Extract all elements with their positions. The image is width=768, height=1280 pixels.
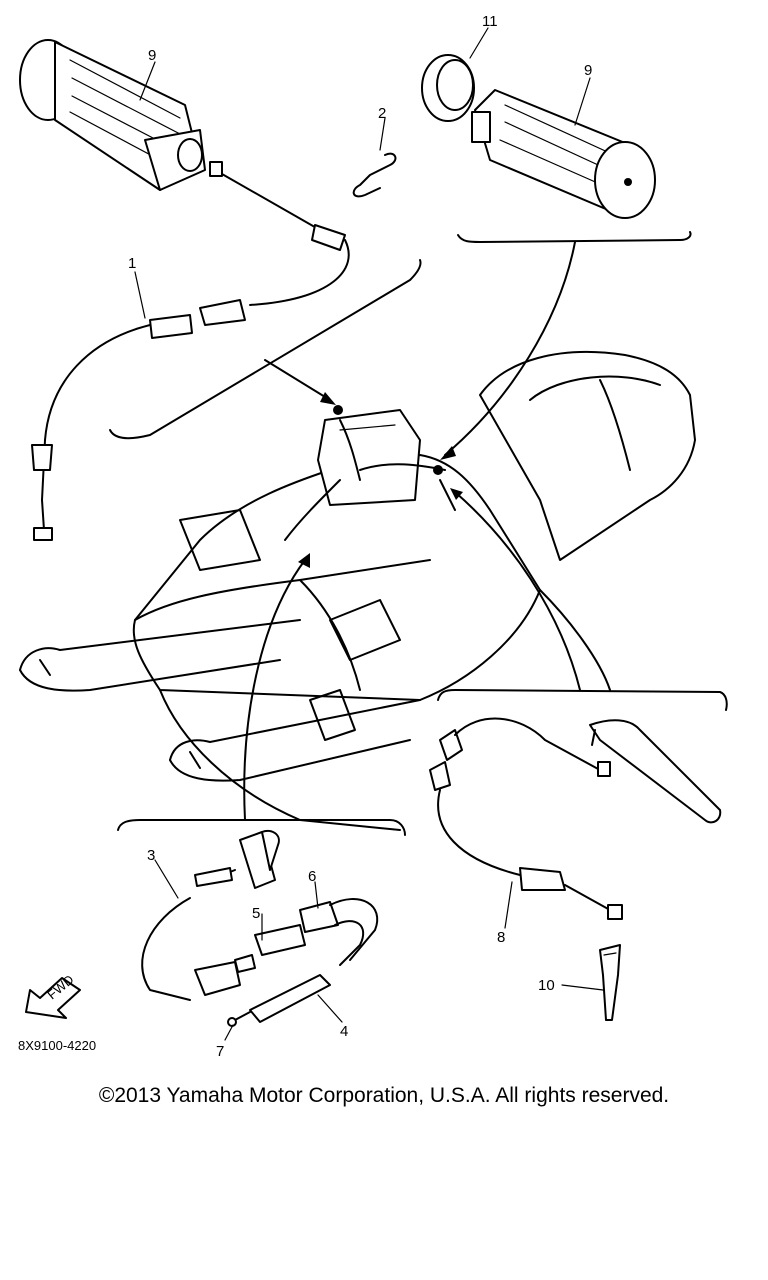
fwd-arrow-icon: FWD — [25, 972, 81, 1019]
snowmobile-body — [132, 351, 696, 831]
callout-1: 1 — [128, 255, 136, 272]
leader-lines — [134, 27, 604, 1041]
callout-11: 11 — [482, 13, 498, 30]
skis — [19, 619, 421, 782]
callout-7: 7 — [216, 1043, 224, 1060]
callout-9b: 9 — [584, 62, 592, 79]
callout-9a: 9 — [148, 47, 156, 64]
parts-diagram: FWD 9 2 11 9 1 3 5 6 4 7 8 10 8X9100-422… — [18, 13, 728, 1060]
group-brackets — [109, 231, 728, 836]
grip-right — [471, 89, 656, 219]
copyright-notice: ©2013 Yamaha Motor Corporation, U.S.A. A… — [98, 1084, 670, 1107]
callout-labels: 9 2 11 9 1 3 5 6 4 7 8 10 — [128, 13, 592, 1060]
callout-6: 6 — [308, 868, 316, 885]
hook-part — [352, 152, 397, 198]
ring-part — [421, 54, 475, 122]
drawing-code: 8X9100-4220 — [18, 1038, 96, 1053]
brake-assembly — [429, 717, 722, 920]
kill-switch-assembly — [141, 829, 379, 1027]
callout-8: 8 — [497, 929, 505, 946]
callout-10: 10 — [538, 977, 555, 994]
throttle-cable — [31, 161, 350, 541]
callout-4: 4 — [340, 1023, 348, 1040]
callout-3: 3 — [147, 847, 155, 864]
callout-2: 2 — [378, 105, 386, 122]
grip-left — [19, 39, 206, 191]
callout-5: 5 — [252, 905, 260, 922]
strap-part — [599, 944, 621, 1021]
